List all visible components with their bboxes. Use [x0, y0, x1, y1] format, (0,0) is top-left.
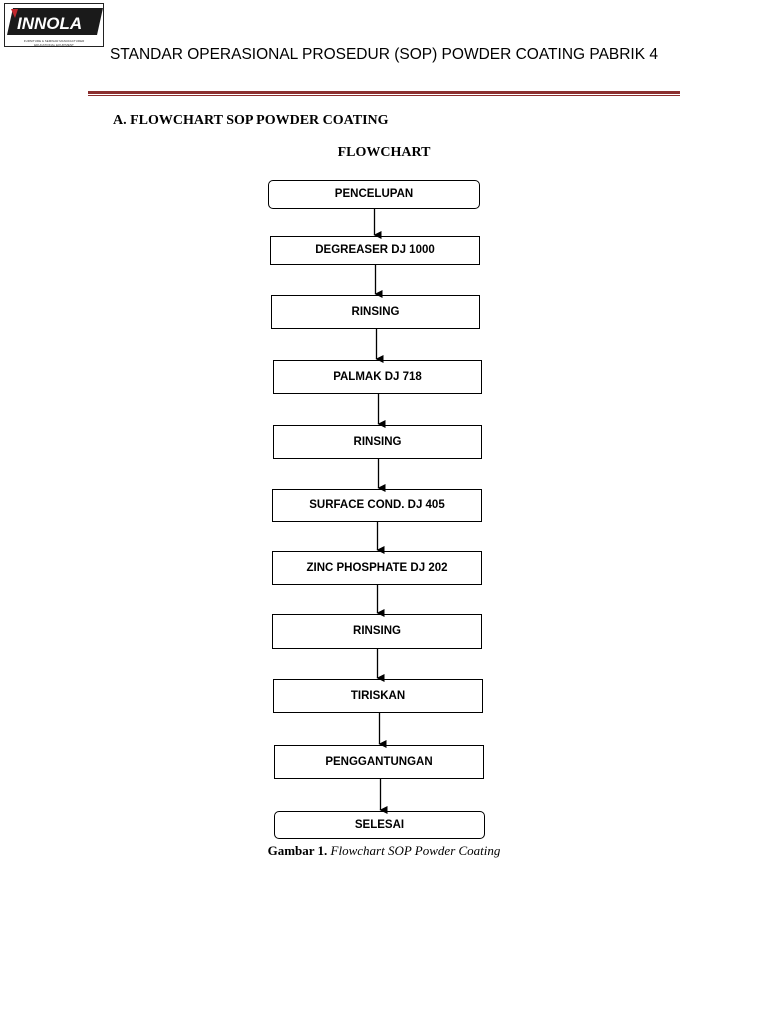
step-box-pencelupan: PENCELUPAN — [268, 180, 480, 209]
step-box-surface-cond: SURFACE COND. DJ 405 — [272, 489, 482, 522]
header-divider-thin — [88, 95, 680, 96]
logo-tagline: FURNITURE & SEMINAR MANUFACTURER — [23, 39, 85, 43]
step-box-tiriskan: TIRISKAN — [273, 679, 483, 713]
section-heading: A. FLOWCHART SOP POWDER COATING — [113, 113, 389, 128]
caption-text: Flowchart SOP Powder Coating — [330, 843, 501, 858]
figure-caption: Gambar 1. Flowchart SOP Powder Coating — [0, 843, 768, 859]
logo-wordmark: INNOLA — [17, 14, 82, 33]
step-box-degreaser: DEGREASER DJ 1000 — [270, 236, 480, 265]
header-divider — [88, 91, 680, 94]
innola-logo-mark: INNOLA — [7, 8, 103, 35]
logo-tagline-secondary: EDUCATIONAL EQUIPMENT — [34, 43, 74, 47]
flowchart-heading: FLOWCHART — [337, 145, 431, 160]
step-box-zinc-phosphate: ZINC PHOSPHATE DJ 202 — [272, 551, 482, 585]
step-box-palmak: PALMAK DJ 718 — [273, 360, 482, 394]
step-box-rinsing-2: RINSING — [273, 425, 482, 459]
caption-label: Gambar 1. — [267, 843, 328, 858]
document-title: STANDAR OPERASIONAL PROSEDUR (SOP) POWDE… — [109, 46, 659, 63]
company-logo: INNOLA FURNITURE & SEMINAR MANUFACTURER … — [4, 3, 104, 47]
